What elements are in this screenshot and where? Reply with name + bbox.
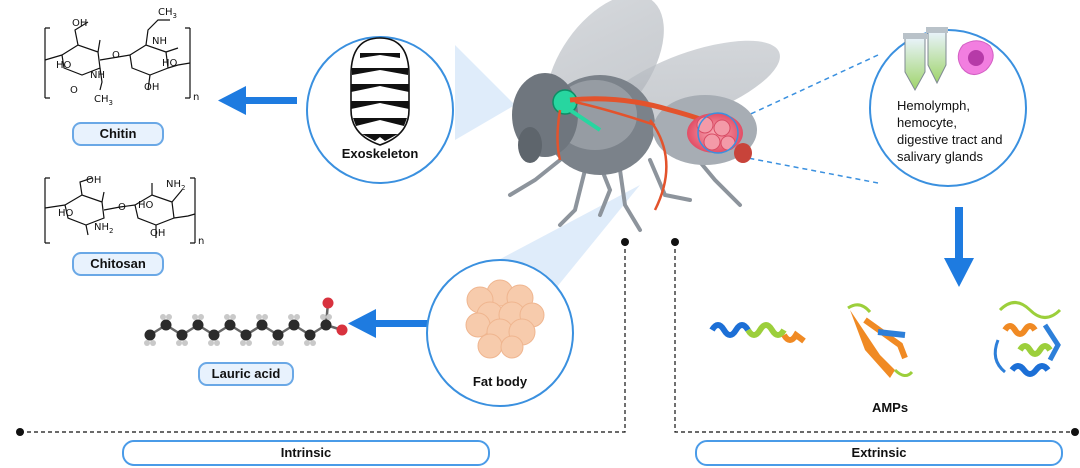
- chitin-o-bottom-label: O: [70, 85, 78, 96]
- chitosan-oh-label: OH: [86, 175, 102, 186]
- chitosan-nh2-bottom-label: NH2: [94, 222, 114, 235]
- chitin-ho-label: HO: [56, 60, 72, 71]
- chitosan-ho-label: HO: [58, 208, 74, 219]
- fly-illustration: [508, 0, 780, 232]
- amp-helix-icon: [709, 322, 806, 344]
- chitin-oh-label: OH: [72, 18, 88, 29]
- amp-beta-sheet-icon: [847, 303, 914, 378]
- chitin-o-label: O: [112, 50, 120, 61]
- fat-body-label: Fat body: [472, 374, 528, 389]
- chitin-ho-right-label: HO: [162, 58, 178, 69]
- extrinsic-bracket: [674, 242, 1075, 433]
- intrinsic-bracket: [20, 242, 626, 433]
- amps-label: AMPs: [871, 400, 909, 415]
- chitin-ch3-bottom-label: CH3: [94, 94, 113, 107]
- chitin-ch3-top-label: CH3: [158, 7, 177, 20]
- hemolymph-dash-top: [741, 54, 879, 119]
- arrow-to-chitin: [218, 86, 297, 115]
- chitosan-structure-icon: [44, 177, 196, 244]
- fat-cells-icon: [465, 279, 545, 359]
- test-tubes-icon: [903, 27, 948, 92]
- intrinsic-label: Intrinsic: [122, 440, 490, 466]
- chitosan-ho-right-label: HO: [138, 200, 154, 211]
- chitin-structure-icon: [44, 19, 191, 99]
- lauric-acid-molecule-icon: [144, 297, 348, 346]
- chitosan-label: Chitosan: [72, 252, 164, 276]
- hemolymph-label: Hemolymph, hemocyte, digestive tract and…: [897, 98, 1003, 164]
- arrow-to-amps: [944, 207, 974, 287]
- chitosan-n-label: n: [198, 236, 205, 247]
- chitosan-o-label: O: [118, 202, 126, 213]
- chitosan-oh-bottom-label: OH: [150, 228, 166, 239]
- exoskeleton-label: Exoskeleton: [341, 146, 419, 161]
- hemolymph-dash-bottom: [747, 157, 879, 184]
- exoskeleton-beam: [455, 45, 515, 140]
- chitin-oh-bottom-label: OH: [144, 82, 160, 93]
- extrinsic-label: Extrinsic: [695, 440, 1063, 466]
- chitin-label: Chitin: [72, 122, 164, 146]
- lauric-acid-label: Lauric acid: [198, 362, 294, 386]
- chitin-n-label: n: [193, 92, 200, 103]
- chitosan-nh2-top-label: NH2: [166, 179, 186, 192]
- exoskeleton-segments-icon: [350, 37, 410, 146]
- chitin-nh-bottom-label: NH: [90, 70, 105, 81]
- arrow-to-lauric: [348, 309, 430, 338]
- amp-complex-icon: [993, 301, 1062, 377]
- chitin-nh-top-label: NH: [152, 36, 167, 47]
- hemocyte-cell-icon: [957, 40, 994, 75]
